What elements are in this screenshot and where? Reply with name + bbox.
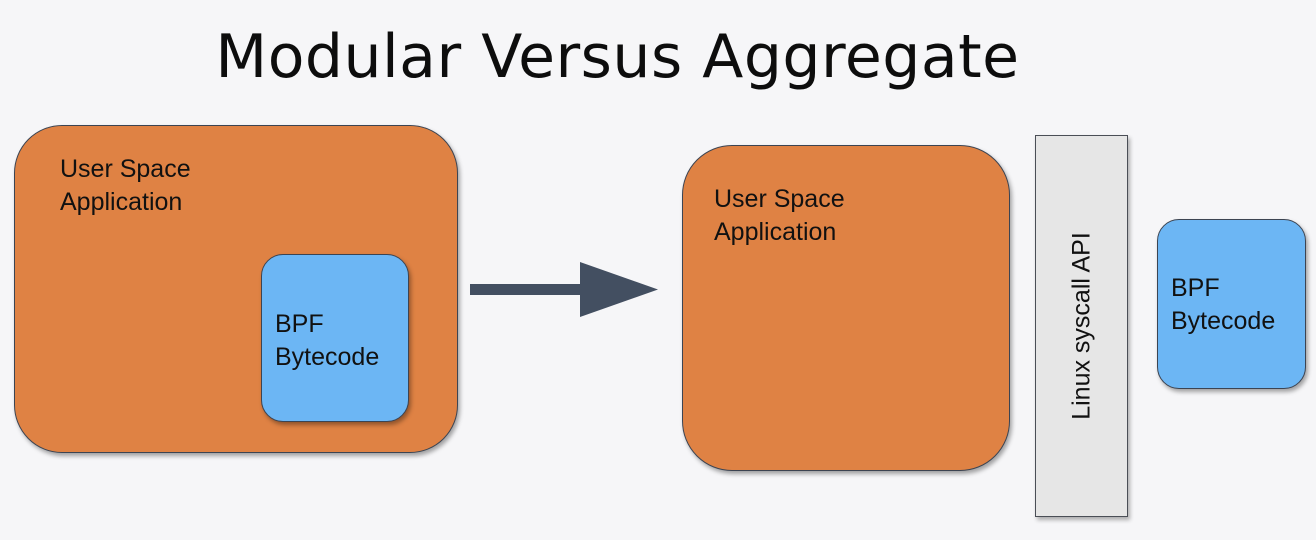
right-bpf-label: BPF Bytecode [1171, 274, 1276, 335]
syscall-label: Linux syscall API [1067, 232, 1095, 420]
left-bpf-label: BPF Bytecode [275, 310, 380, 371]
right-bpf-bytecode-box: BPF Bytecode [1157, 219, 1306, 389]
right-app-label: User Space Application [714, 185, 845, 246]
arrow-shaft [470, 284, 582, 295]
left-bpf-bytecode-box: BPF Bytecode [261, 254, 409, 422]
right-arrow-icon [470, 262, 658, 317]
linux-syscall-api-box: Linux syscall API [1035, 135, 1128, 517]
left-app-label: User Space Application [60, 155, 191, 216]
arrow-head [580, 262, 658, 317]
page-title: Modular Versus Aggregate [215, 22, 1020, 92]
right-user-space-application-box: User Space Application [682, 145, 1010, 471]
